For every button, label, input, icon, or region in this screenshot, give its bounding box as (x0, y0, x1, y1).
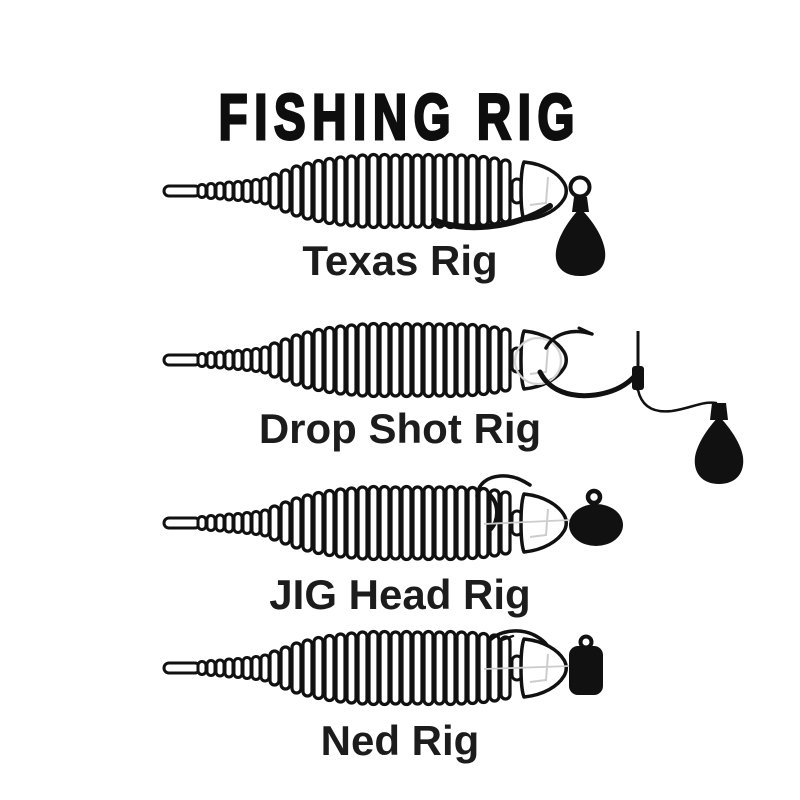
ned-rig-illustration (162, 629, 603, 707)
soft-plastic-worm-icon (162, 152, 568, 230)
hook-shank-through-head (513, 336, 563, 386)
rig-label-jig-head: JIG Head Rig (269, 571, 531, 618)
weight-clip (710, 403, 728, 420)
hook-shank-through-head (483, 665, 571, 670)
rig-label-drop-shot: Drop Shot Rig (258, 405, 542, 452)
rig-label-texas: Texas Rig (302, 237, 498, 284)
hook-shank (489, 494, 499, 531)
hook-barb (497, 634, 515, 643)
drop-shot-weight-icon (694, 416, 744, 484)
weight-neck (572, 197, 589, 212)
hook-bend-icon (431, 203, 553, 231)
line-knot-icon (632, 366, 644, 390)
soft-plastic-worm-icon (162, 629, 568, 707)
soft-plastic-worm-icon (162, 321, 568, 399)
leader-line-to-weight (636, 388, 718, 413)
hook-bend-icon (537, 369, 641, 399)
drop-shot-rig-illustration (162, 321, 744, 484)
soft-plastic-worm-icon (162, 484, 568, 562)
page-title: FISHING RIG (218, 80, 582, 153)
round-jig-head-icon (569, 504, 623, 546)
hook-shank-through-head (483, 519, 571, 525)
mushroom-jig-head-icon (569, 646, 603, 695)
texas-rig-illustration (162, 152, 606, 276)
hook-barb (577, 326, 594, 336)
hook-eye-icon (568, 175, 592, 199)
bullet-sinker-weight-icon (555, 208, 606, 276)
line-tie-eyelet-icon (578, 634, 594, 650)
rig-label-ned: Ned Rig (320, 717, 480, 764)
jig-head-rig-illustration (162, 474, 623, 562)
line-tie-eyelet-icon (585, 488, 603, 506)
hook-barb (515, 476, 532, 487)
hook-point-icon (487, 629, 549, 647)
